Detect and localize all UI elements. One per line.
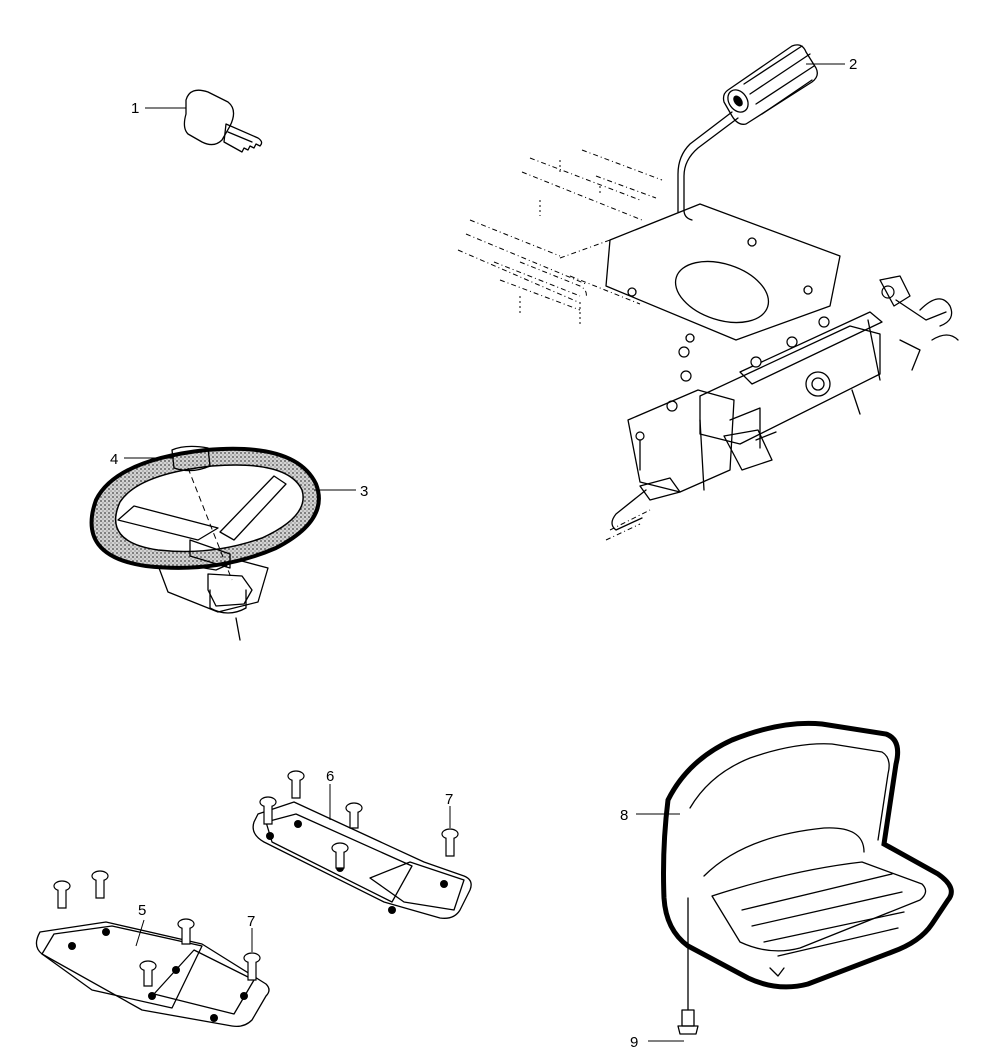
mat-screws-upper [259,770,459,869]
ignition-key [183,89,263,153]
callout-4: 4 [110,451,118,468]
callout-7a: 7 [445,791,453,808]
callout-2: 2 [849,56,857,73]
steering-wheel [89,445,321,641]
chassis-frame-reference [457,111,959,541]
seat-bolt [677,897,699,1035]
foot-mat-left [35,921,270,1028]
callout-1: 1 [131,100,139,117]
callout-8: 8 [620,807,628,824]
callout-3: 3 [360,483,368,500]
callout-5: 5 [138,902,146,919]
leader-5 [135,919,145,947]
foot-mat-right [252,801,472,919]
seat [661,720,954,990]
callout-7b: 7 [247,913,255,930]
callout-6: 6 [326,768,334,785]
mat-screws-lower [53,870,261,987]
callout-9: 9 [630,1034,638,1051]
lever-grip [722,44,818,125]
